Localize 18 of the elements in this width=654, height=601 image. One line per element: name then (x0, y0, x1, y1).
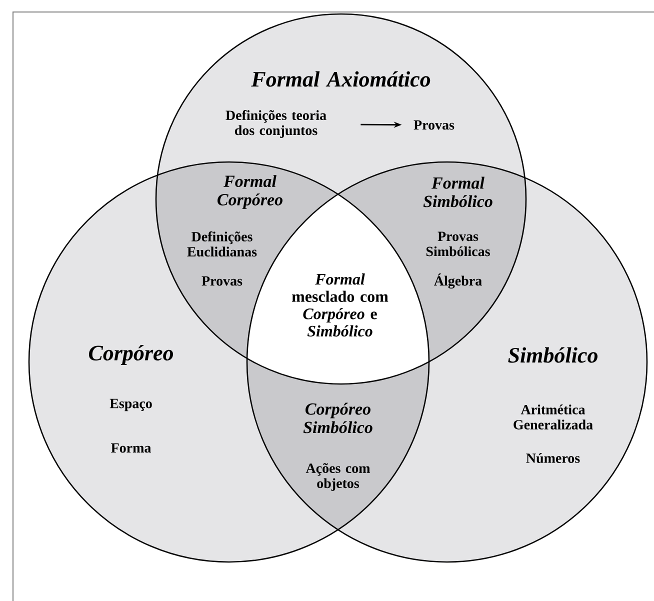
set-item: Aritmética Generalizada (514, 404, 593, 430)
set-item: Formal mesclado com Corpóreo e Simbólico (292, 273, 388, 337)
set-item: Forma (111, 443, 151, 453)
set-item: Definições Euclidianas (187, 231, 257, 257)
set-heading: Formal Simbólico (423, 176, 492, 208)
set-item: Definições teoria dos conjuntos (226, 110, 326, 138)
set-heading: Simbólico (508, 347, 598, 363)
set-heading: Corpóreo Simbólico (303, 402, 372, 434)
set-item: Álgebra (434, 273, 482, 289)
set-item: Provas (414, 120, 454, 130)
set-item: Provas (202, 276, 242, 286)
set-item: Provas Simbólicas (426, 232, 490, 256)
set-heading: Formal Corpóreo (218, 175, 282, 209)
set-item: Números (526, 453, 580, 463)
set-heading: Formal Axiomático (251, 71, 430, 87)
set-heading: Corpóreo (88, 345, 174, 365)
set-item: Ações com objetos (306, 463, 370, 491)
set-item: Espaço (110, 398, 152, 412)
